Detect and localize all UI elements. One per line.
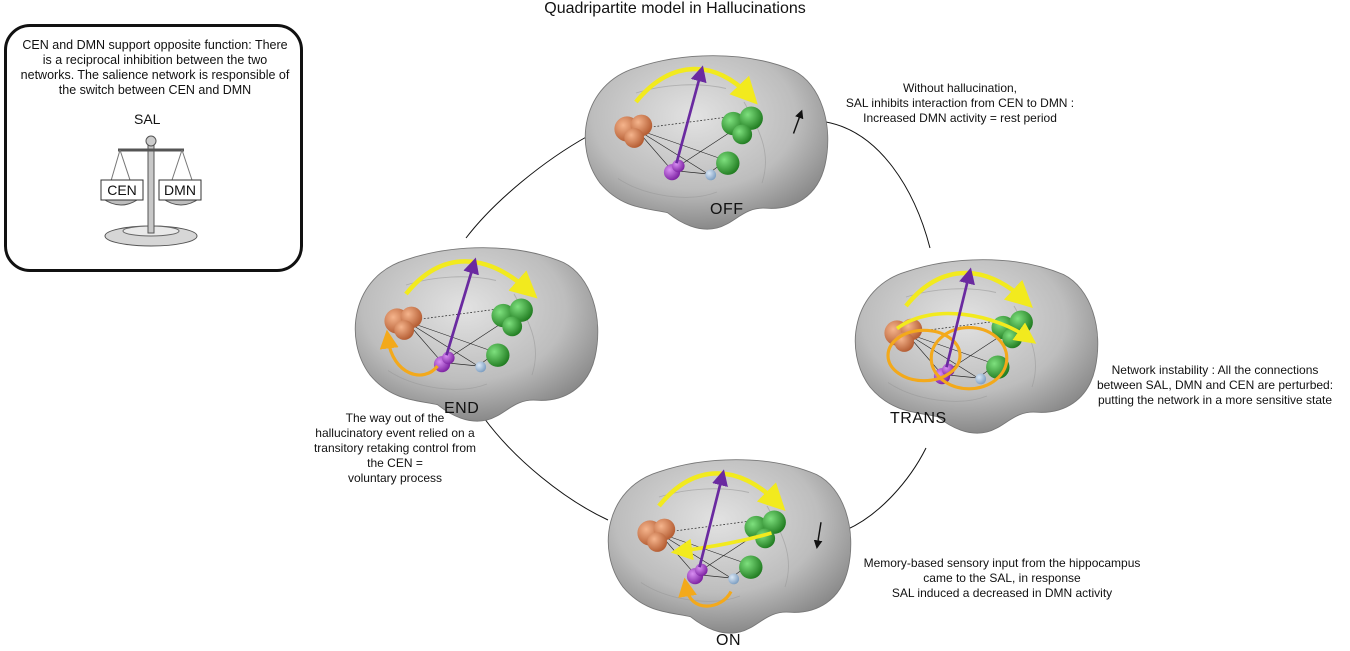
scale-illustration (100, 135, 202, 247)
cycle-arc-end-off (465, 135, 589, 239)
state-label-end: END (444, 400, 480, 417)
caption-end-line: transitory retaking control from (313, 441, 477, 455)
legend-box (4, 24, 303, 272)
caption-trans: Network instability : All the connection… (1080, 363, 1350, 408)
cycle-arc-trans-on (845, 447, 927, 531)
cycle-arc-on-end (483, 417, 609, 521)
caption-end-line: the CEN = (367, 456, 423, 470)
caption-off-line: SAL inhibits interaction from CEN to DMN… (845, 96, 1075, 110)
caption-on-line: SAL induced a decreased in DMN activity (891, 586, 1113, 600)
caption-end-line: The way out of the (345, 411, 445, 425)
caption-end-line: voluntary process (347, 471, 443, 485)
brain-on (607, 459, 852, 634)
brain-off (584, 55, 829, 230)
caption-end-line: hallucinatory event relied on a (315, 426, 475, 440)
legend-text: CEN and DMN support opposite function: T… (20, 38, 290, 97)
state-label-on: ON (716, 632, 741, 649)
caption-trans-line: between SAL, DMN and CEN are perturbed: (1096, 378, 1334, 392)
caption-trans-line: Network instability : All the connection… (1111, 363, 1319, 377)
brain-trans (854, 259, 1099, 434)
state-label-trans: TRANS (890, 410, 947, 427)
caption-off-line: Increased DMN activity = rest period (863, 111, 1057, 125)
state-label-off: OFF (710, 201, 744, 218)
caption-end: The way out of the hallucinatory event r… (300, 411, 490, 486)
caption-on-line: came to the SAL, in response (923, 571, 1081, 585)
caption-on-line: Memory-based sensory input from the hipp… (863, 556, 1141, 570)
caption-off: Without hallucination, SAL inhibits inte… (810, 81, 1110, 126)
diagram-title: Quadripartite model in Hallucinations (544, 0, 806, 17)
cycle-arc-off-trans (825, 121, 931, 249)
scale-label-sal: SAL (134, 111, 161, 127)
caption-trans-line: putting the network in a more sensitive … (1097, 393, 1333, 407)
caption-on: Memory-based sensory input from the hipp… (842, 556, 1162, 601)
brain-end (354, 247, 599, 422)
scale-label-dmn: DMN (164, 182, 196, 198)
caption-off-line: Without hallucination, (902, 81, 1018, 95)
scale-label-cen: CEN (107, 182, 137, 198)
